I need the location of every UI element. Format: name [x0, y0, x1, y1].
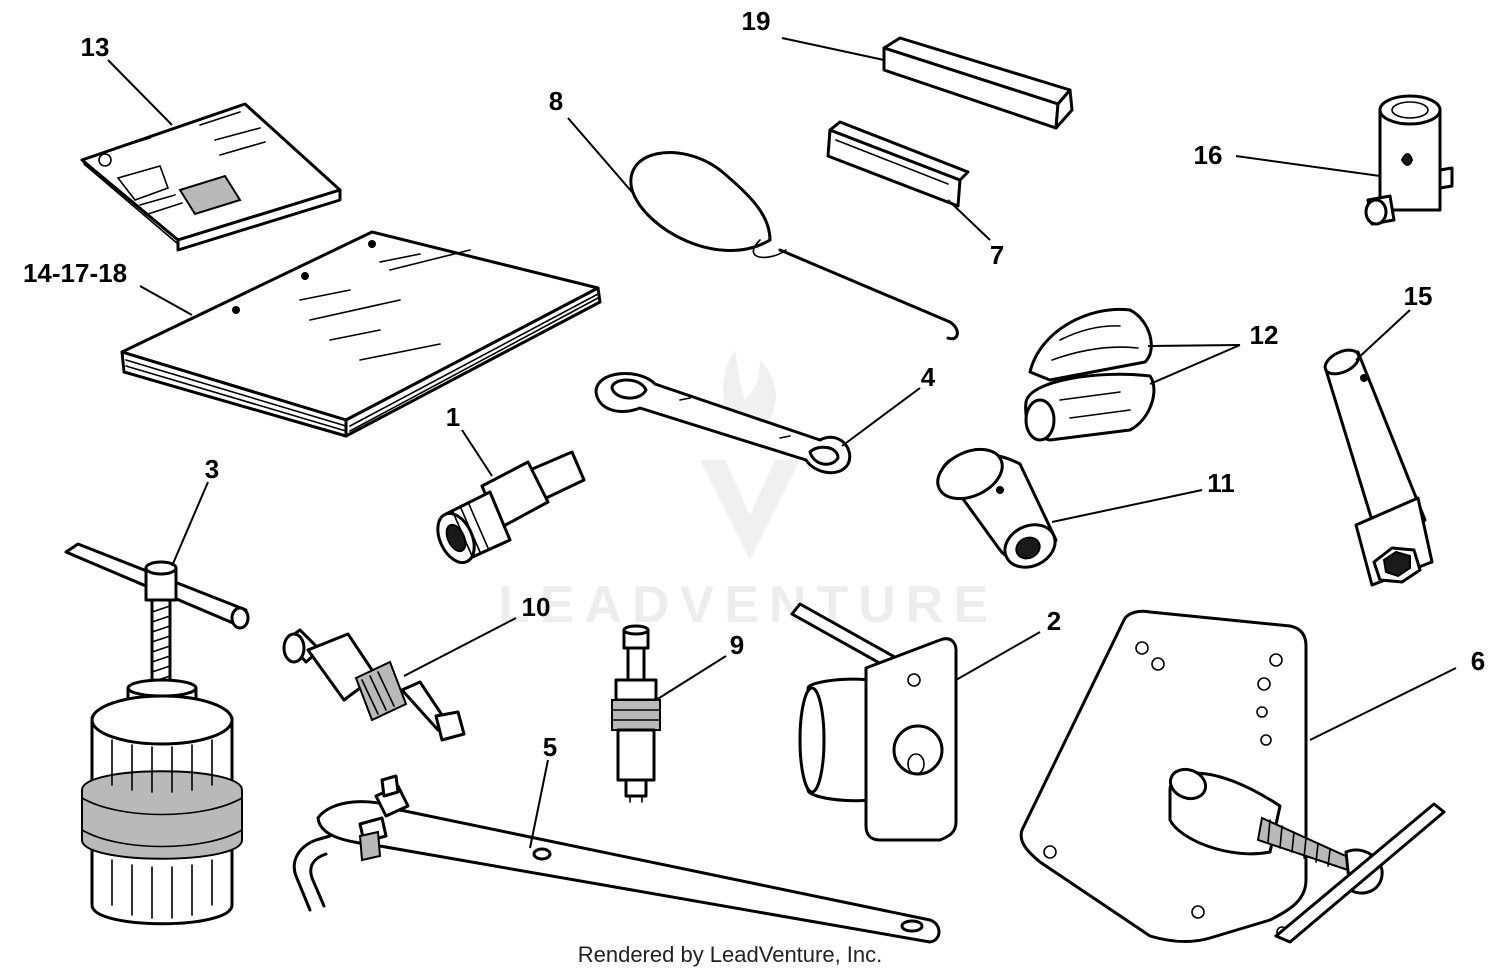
- part-9-spark-tester[interactable]: [611, 624, 661, 803]
- part-11-sleeve[interactable]: [930, 440, 1062, 575]
- leader-9: [655, 655, 727, 701]
- leader-14-17-18: [139, 285, 193, 316]
- callout-16: 16: [1194, 140, 1223, 170]
- callout-14-17-18: 14-17-18: [23, 258, 127, 288]
- callout-6: 6: [1471, 646, 1485, 676]
- watermark-logo: [700, 350, 800, 560]
- leader-11: [1051, 489, 1203, 523]
- callout-7: 7: [990, 240, 1004, 270]
- callout-15: 15: [1404, 281, 1433, 311]
- part-14-17-18-parts-book[interactable]: [120, 230, 602, 438]
- part-10-tester-bolt[interactable]: [282, 628, 466, 742]
- callout-10: 10: [522, 592, 551, 622]
- part-19-hex-bar[interactable]: [882, 36, 1074, 130]
- part-7-flywheel-key[interactable]: [826, 120, 970, 208]
- leader-15: [1355, 309, 1411, 361]
- part-12-split-collets[interactable]: [1024, 307, 1156, 442]
- part-16-socket-tube[interactable]: [1364, 94, 1454, 226]
- part-5-holding-tool[interactable]: [292, 774, 941, 944]
- leader-4: [841, 387, 921, 447]
- callout-5: 5: [543, 732, 557, 762]
- part-2-mounting-plate[interactable]: [790, 602, 958, 842]
- callout-19: 19: [742, 6, 771, 36]
- leader-12-b: [1149, 344, 1241, 385]
- part-6-bearing-puller-plate[interactable]: [1019, 609, 1446, 944]
- part-8-starter-rope-tool[interactable]: [629, 151, 959, 341]
- callout-11: 11: [1207, 468, 1235, 498]
- callout-8: 8: [549, 86, 563, 116]
- leader-10: [403, 617, 517, 677]
- callout-13: 13: [81, 32, 110, 62]
- part-3-flywheel-puller[interactable]: [64, 542, 250, 926]
- leader-7: [947, 199, 991, 241]
- leader-2: [955, 631, 1041, 681]
- callout-3: 3: [205, 454, 219, 484]
- leader-3: [171, 481, 209, 567]
- part-4-combination-wrench[interactable]: [594, 372, 852, 475]
- leader-16: [1235, 155, 1381, 177]
- leader-8: [567, 117, 633, 193]
- leader-13: [107, 59, 173, 126]
- callout-12: 12: [1250, 320, 1279, 350]
- footer-credit: Rendered by LeadVenture, Inc.: [578, 942, 883, 967]
- leader-12-a: [1147, 344, 1241, 347]
- part-15-spark-plug-wrench[interactable]: [1321, 345, 1434, 587]
- watermark-text: LEADVENTURE: [498, 576, 998, 634]
- part-1-compression-adapter[interactable]: [431, 450, 586, 568]
- leader-19: [781, 37, 885, 61]
- part-13-owner-manual[interactable]: [80, 102, 342, 252]
- callout-2: 2: [1047, 606, 1061, 636]
- callout-4: 4: [921, 362, 936, 392]
- leader-6: [1309, 667, 1457, 741]
- callout-9: 9: [730, 630, 744, 660]
- callout-1: 1: [446, 402, 460, 432]
- leader-1: [461, 429, 493, 477]
- leader-5: [529, 759, 549, 849]
